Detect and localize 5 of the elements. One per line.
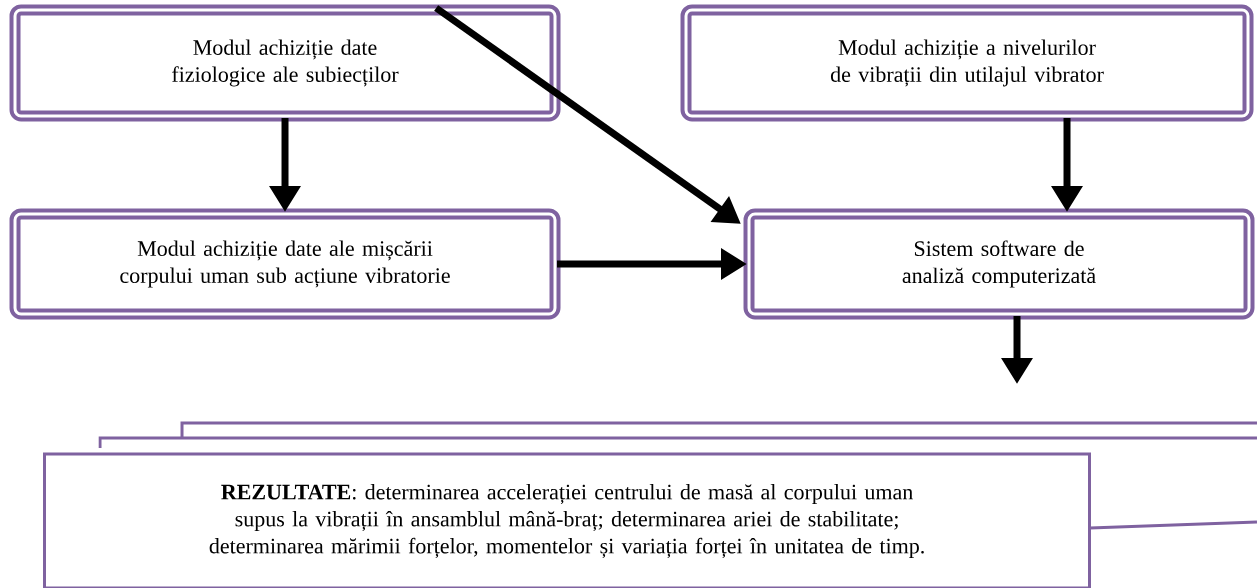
process-box: Modul achiziție a nivelurilor de vibrații din utilajul vibrator bbox=[680, 4, 1254, 122]
process-box: Modul achiziție date ale mișcării corpului uman sub acțiune vibratorie bbox=[9, 208, 561, 320]
document-stack: REZULTATE: determinarea accelerației centrului de masă al corpului uman supus la vibrații în ansamblul mână-braț; determinarea ariei de stabilitate; determinarea mărimii forțelor, momentelor și variația forței în unitatea de timp. bbox=[43, 421, 1257, 588]
process-box: Modul achiziție date fiziologice ale subiecților bbox=[9, 4, 561, 122]
process-box: Sistem software de analiză computerizată bbox=[743, 208, 1255, 320]
